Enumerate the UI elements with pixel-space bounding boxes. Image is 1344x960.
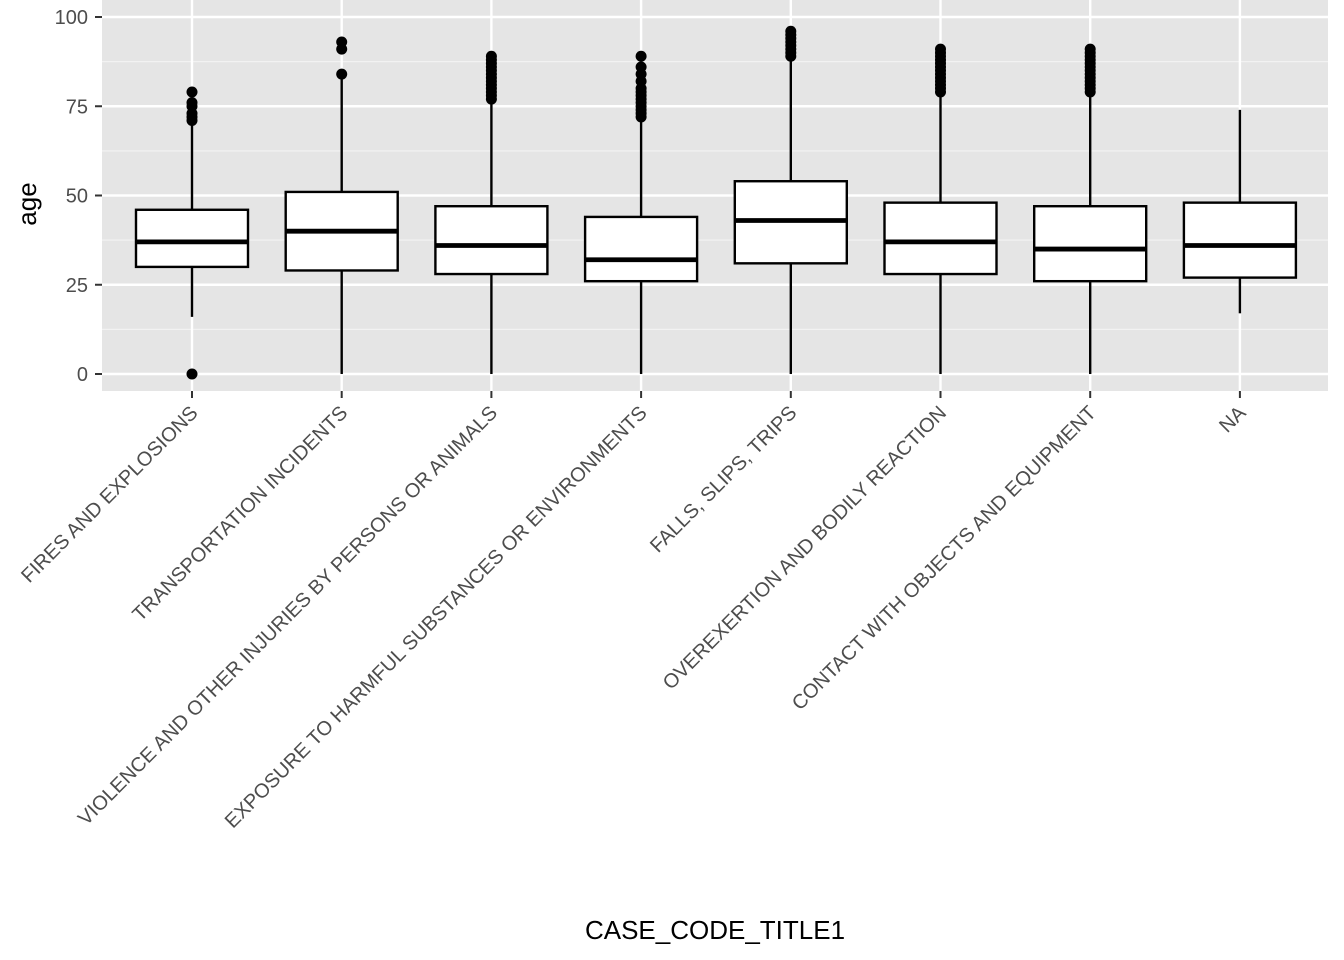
box-group — [134, 86, 250, 380]
iqr-box — [883, 201, 998, 276]
x-tick-label: FALLS, SLIPS, TRIPS — [646, 402, 801, 557]
iqr-box — [134, 208, 250, 269]
box-series — [134, 25, 1298, 380]
outlier-point — [785, 25, 797, 37]
y-axis-title: age — [12, 182, 42, 225]
outlier-point — [485, 50, 497, 62]
outlier-point — [186, 86, 198, 98]
outlier-point — [186, 368, 198, 380]
box-group — [434, 50, 549, 374]
x-tick-label: FIRES AND EXPLOSIONS — [17, 402, 202, 587]
x-tick-label: NA — [1215, 402, 1251, 438]
outlier-point — [336, 36, 348, 48]
outlier-point — [1084, 43, 1096, 55]
x-tick-label: OVEREXERTION AND BODILY REACTION — [659, 402, 951, 694]
box-group — [1182, 109, 1298, 314]
y-tick-label: 0 — [77, 364, 88, 386]
box-group — [883, 43, 998, 374]
outlier-point — [935, 43, 946, 55]
y-tick-label: 50 — [66, 186, 88, 208]
outlier-point — [635, 61, 647, 73]
y-tick-label: 100 — [55, 7, 88, 29]
y-axis: 0 25 50 75 100 — [55, 7, 102, 386]
y-tick-label: 75 — [66, 96, 88, 118]
x-axis-title: CASE_CODE_TITLE1 — [585, 915, 845, 945]
box-group — [284, 36, 399, 374]
y-tick-label: 25 — [66, 275, 88, 297]
iqr-box — [1182, 201, 1298, 279]
iqr-box — [434, 205, 549, 276]
box-group — [733, 25, 848, 374]
iqr-box — [583, 215, 699, 283]
box-group — [583, 50, 699, 374]
x-tick-label: CONTACT WITH OBJECTS AND EQUIPMENT — [788, 402, 1101, 715]
outlier-point — [186, 97, 198, 109]
outlier-point — [336, 68, 348, 80]
outlier-point — [635, 50, 647, 62]
box-group — [1032, 43, 1148, 374]
iqr-box — [1032, 205, 1148, 283]
